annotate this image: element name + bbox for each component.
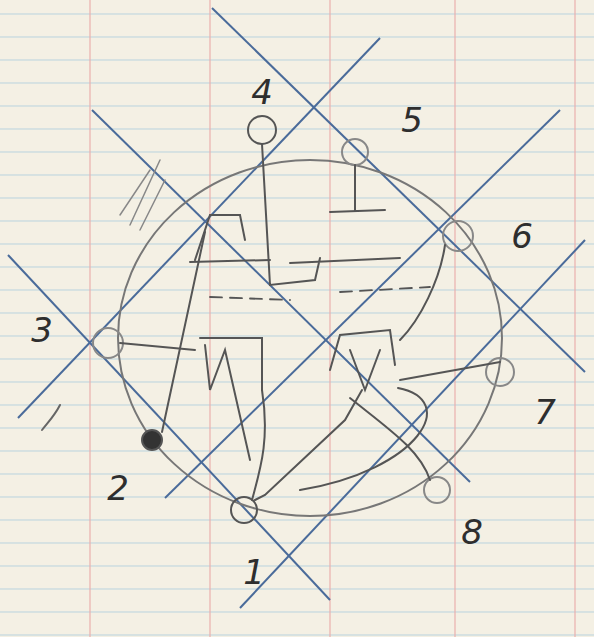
pin-number: 4 (251, 75, 273, 109)
blue-guide-lines (8, 8, 585, 608)
pin-number: 3 (31, 313, 53, 347)
pin-number: 2 (107, 471, 129, 505)
pin-number: 6 (511, 219, 533, 253)
pencil-drawing (42, 116, 514, 523)
pin-number: 7 (534, 395, 556, 429)
pin-number: 8 (461, 515, 483, 549)
pin-number: 5 (401, 103, 423, 137)
pin-number: 1 (243, 555, 265, 589)
